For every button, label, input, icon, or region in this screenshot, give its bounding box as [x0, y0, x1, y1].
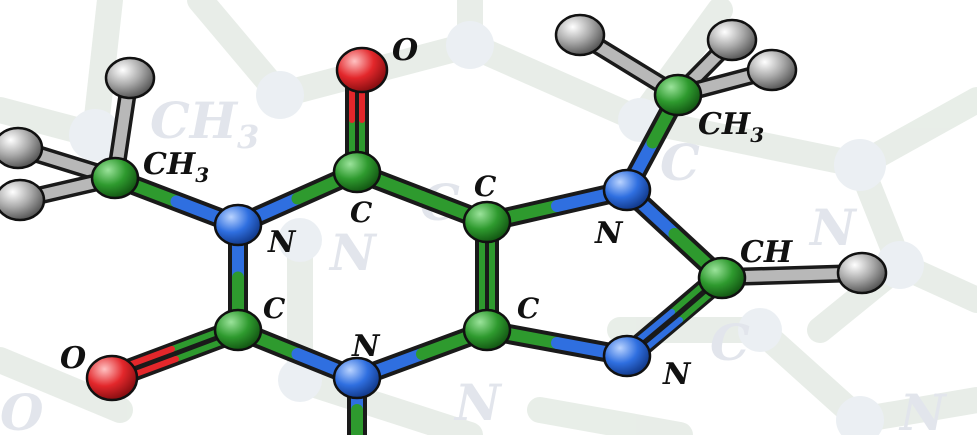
atom-labels: O O CH3 CH3 C C C C N N N N CH: [60, 33, 794, 392]
atom-hydrogen-1: [104, 56, 156, 100]
label-o-left: O: [60, 341, 86, 376]
atom-c8: [697, 256, 747, 300]
label-ch3-left: CH3: [143, 147, 209, 187]
atom-c4: [462, 308, 512, 352]
bg-label-n-bottom: N: [453, 373, 503, 432]
bg-label-n-left: N: [328, 223, 378, 282]
atom-oT: [335, 46, 389, 94]
atom-hydrogen-6: [746, 48, 798, 92]
bg-label-c-right: C: [660, 133, 700, 192]
label-ch-imidazole: CH: [740, 235, 794, 270]
atom-hydrogen-7: [836, 251, 888, 295]
atom-c6: [332, 150, 382, 194]
label-c-carbonyl-left: C: [263, 292, 286, 325]
atom-me2: [653, 73, 703, 117]
label-n-imidazole-top: N: [594, 216, 624, 251]
label-n-left: N: [267, 225, 297, 260]
label-c-carbonyl-top: C: [350, 196, 373, 229]
atoms: [0, 13, 888, 402]
atom-me1: [90, 156, 140, 200]
atom-c2: [213, 308, 263, 352]
atom-hydrogen-3: [0, 178, 46, 222]
atom-oL: [85, 354, 139, 402]
atom-hydrogen-2: [0, 126, 44, 170]
label-c-fused-top: C: [474, 170, 497, 203]
atom-n7: [602, 168, 652, 212]
label-o-top: O: [392, 33, 418, 68]
bg-label-n-bottom-right: N: [898, 383, 948, 435]
bg-label-n-right: N: [808, 198, 858, 257]
bg-label-o-bottom-left: O: [0, 383, 44, 435]
label-c-fused-bottom: C: [517, 292, 540, 325]
bg-label-ch3: CH3: [150, 91, 259, 156]
atom-hydrogen-4: [554, 13, 606, 57]
label-n-imidazole-bottom: N: [662, 357, 692, 392]
atom-n1: [213, 203, 263, 247]
atom-c5: [462, 200, 512, 244]
label-ch3-right: CH3: [698, 107, 764, 147]
atom-n3: [332, 356, 382, 400]
atom-n9: [602, 334, 652, 378]
atom-hydrogen-5: [706, 18, 758, 62]
label-n-bottom: N: [351, 329, 381, 364]
bg-label-c-right-lower: C: [710, 313, 750, 372]
